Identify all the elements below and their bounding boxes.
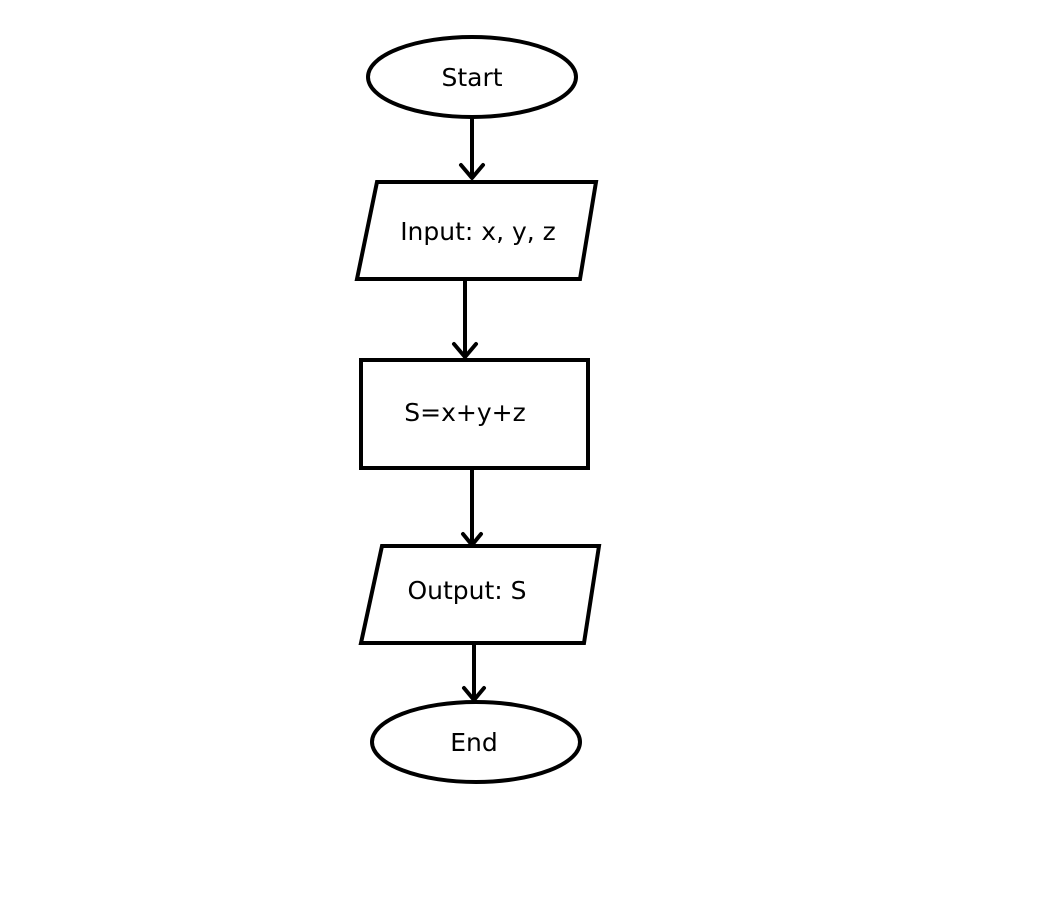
output-node: Output: S <box>358 544 602 645</box>
input-node: Input: x, y, z <box>354 180 599 281</box>
output-label: Output: S <box>407 576 526 605</box>
input-parallelogram <box>354 180 599 281</box>
start-terminator: Start <box>366 35 578 119</box>
arrow-process-to-output <box>461 469 483 547</box>
end-ellipse <box>370 700 582 784</box>
start-label: Start <box>441 63 502 92</box>
process-rectangle <box>359 358 590 470</box>
output-parallelogram <box>358 544 602 645</box>
end-terminator: End <box>370 700 582 784</box>
input-label: Input: x, y, z <box>400 217 556 246</box>
arrow-input-to-process <box>452 280 478 359</box>
arrow-start-to-input <box>459 118 485 180</box>
arrow-output-to-end <box>462 644 486 702</box>
process-node: S=x+y+z <box>359 358 590 470</box>
process-label: S=x+y+z <box>404 398 525 427</box>
end-label: End <box>450 728 498 757</box>
start-ellipse <box>366 35 578 119</box>
